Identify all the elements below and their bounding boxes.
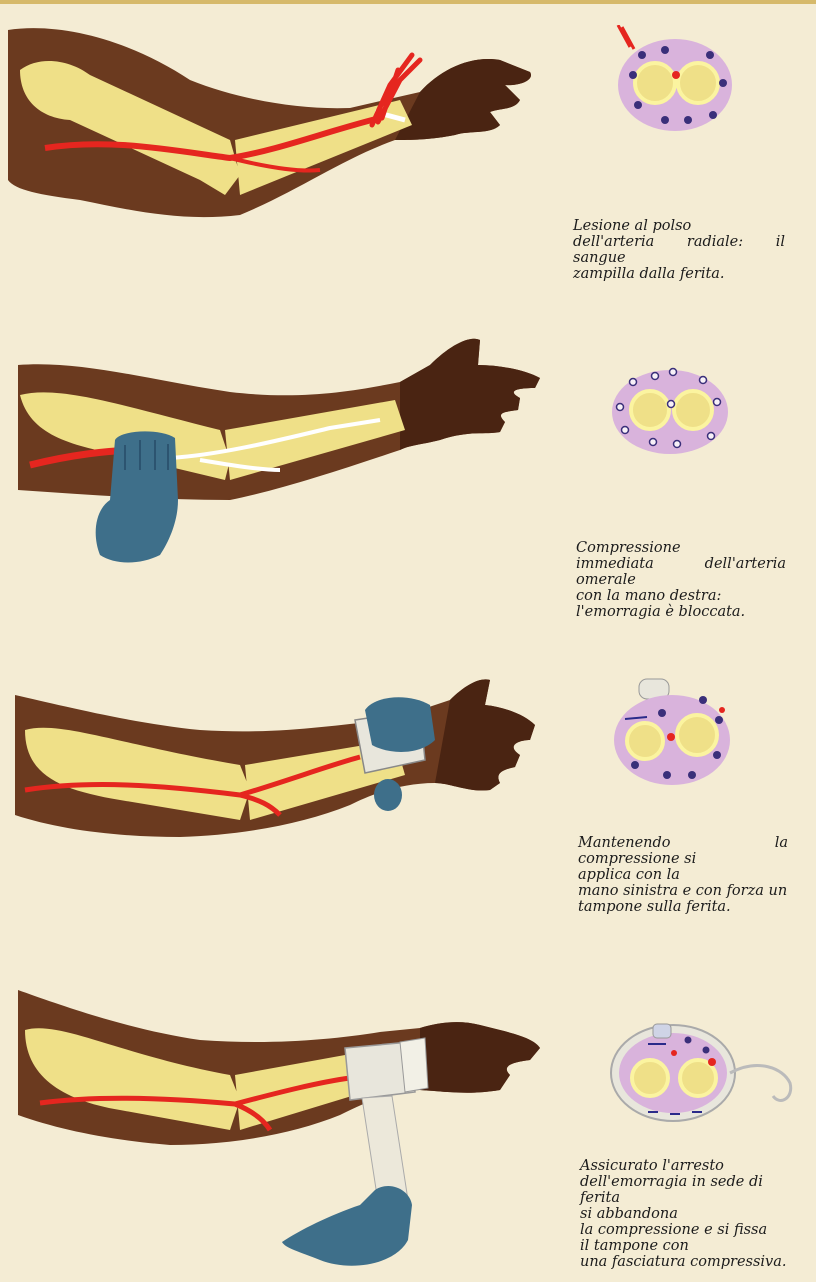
glove-thumb xyxy=(374,779,402,811)
caption-4: Assicurato l'arresto dell'emorragia in s… xyxy=(580,1158,796,1270)
panel-4: Assicurato l'arresto dell'emorragia in s… xyxy=(0,980,816,1280)
glove-hand-left xyxy=(365,697,435,752)
artery-dot xyxy=(708,1058,716,1066)
bone-radius xyxy=(631,391,669,429)
glove-hand-pulling xyxy=(282,1186,412,1266)
spurt-mini xyxy=(618,25,634,49)
artery-dot xyxy=(667,733,675,741)
artery-dot-small xyxy=(719,707,725,713)
panel-1: Lesione al polso dell'arteria radiale: i… xyxy=(0,0,816,300)
hand-shape xyxy=(400,339,540,450)
hand-shape xyxy=(435,679,535,790)
bone-ulna xyxy=(674,391,712,429)
arm-illustration-wound xyxy=(0,0,560,240)
bone-radius xyxy=(635,63,675,103)
arm-illustration-compression xyxy=(0,320,560,580)
artery-dot-small xyxy=(671,1050,677,1056)
bandage-tail xyxy=(730,1066,791,1101)
panel-3: Mantenendo la compressione si applica co… xyxy=(0,665,816,965)
cross-section-3 xyxy=(607,675,737,795)
bone-ulna xyxy=(678,63,718,103)
caption-1: Lesione al polso dell'arteria radiale: i… xyxy=(573,218,785,282)
cross-section-2 xyxy=(605,362,735,462)
artery-dot xyxy=(672,71,680,79)
bone-radius xyxy=(632,1060,668,1096)
caption-2: Compressione immediata dell'arteria omer… xyxy=(576,540,786,620)
arm-illustration-pad xyxy=(0,665,560,865)
bone-radius xyxy=(627,723,663,759)
hand-shape xyxy=(420,1022,540,1093)
bandage-fold xyxy=(400,1038,428,1092)
panel-2: Compressione immediata dell'arteria omer… xyxy=(0,320,816,640)
bandage-strip xyxy=(362,1096,408,1202)
pad-mini xyxy=(653,1024,671,1038)
bone-ulna xyxy=(677,715,717,755)
arm-illustration-bandage xyxy=(0,980,560,1280)
caption-3: Mantenendo la compressione si applica co… xyxy=(578,835,788,915)
cross-section-1 xyxy=(610,25,740,135)
cross-section-4 xyxy=(608,1018,798,1128)
